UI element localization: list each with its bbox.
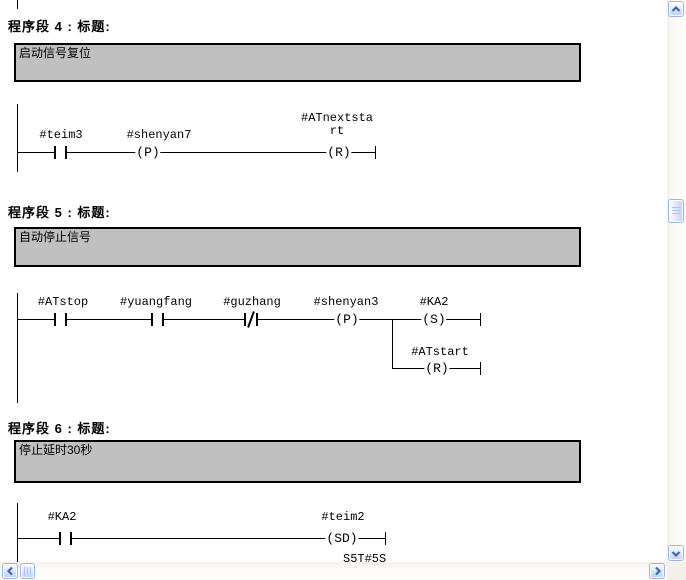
vertical-scrollbar-thumb[interactable] [668,199,684,223]
operand-label[interactable]: #teim2 [321,510,365,524]
no-contact[interactable] [151,313,164,326]
scroll-down-button[interactable] [668,545,684,561]
scrollbar-corner [667,562,686,580]
operand-label[interactable]: #yuangfang [119,295,193,309]
no-contact[interactable] [59,532,72,545]
scroll-left-button[interactable] [2,563,18,579]
chevron-up-icon [671,5,681,12]
scroll-right-button[interactable] [649,563,665,579]
no-contact[interactable] [54,313,67,326]
network-comment[interactable]: 停止延时30秒 [14,440,581,483]
set-coil[interactable]: (S) [421,312,447,327]
rung-wire [17,152,375,153]
network-comment[interactable]: 自动停止信号 [14,227,581,267]
power-rail [17,293,18,403]
network-comment-text: 自动停止信号 [19,230,92,244]
vertical-scrollbar-track[interactable] [667,0,686,562]
horizontal-scrollbar-thumb[interactable] [20,563,35,579]
thumb-grip-icon [23,567,32,575]
operand-label[interactable]: #shenyan7 [126,128,192,142]
chevron-right-icon [654,566,661,576]
reset-coil[interactable]: (R) [326,145,352,160]
wire-end-tick [480,313,481,326]
sd-timer-coil[interactable]: (SD) [325,531,359,546]
operand-label[interactable]: #KA2 [419,295,449,309]
operand-label[interactable]: #ATstart [411,345,469,359]
network-title[interactable]: 程序段 6 : 标题: [8,421,111,436]
operand-label[interactable]: #teim3 [39,128,83,142]
network-comment[interactable]: 启动信号复位 [14,43,581,82]
rung-wire [17,538,385,539]
thumb-grip-icon [672,207,680,215]
no-contact[interactable] [54,146,67,159]
network-title[interactable]: 程序段 5 : 标题: [8,205,111,220]
chevron-down-icon [671,550,681,557]
wire-end-tick [480,362,481,375]
power-rail [17,0,18,9]
wire-end-tick [375,146,376,159]
operand-label[interactable]: #shenyan3 [313,295,379,309]
operand-label[interactable]: #KA2 [47,510,77,524]
nc-contact[interactable] [244,311,258,328]
network-title[interactable]: 程序段 4 : 标题: [8,19,111,34]
horizontal-scrollbar-track[interactable] [0,562,667,580]
wire-end-tick [385,532,386,545]
reset-coil[interactable]: (R) [424,361,450,376]
edge-p-coil[interactable]: (P) [334,312,360,327]
operand-label[interactable]: #guzhang [223,295,281,309]
operand-label[interactable]: rt [329,124,345,138]
operand-label[interactable]: #ATstop [37,295,89,309]
network-comment-text: 启动信号复位 [19,46,92,60]
operand-label[interactable]: #ATnextsta [300,111,374,125]
network-comment-text: 停止延时30秒 [19,443,93,457]
chevron-left-icon [6,566,13,576]
branch-wire [392,319,393,369]
power-rail [17,104,18,172]
edge-p-coil[interactable]: (P) [135,145,161,160]
scroll-up-button[interactable] [668,1,684,17]
power-rail [17,503,18,562]
